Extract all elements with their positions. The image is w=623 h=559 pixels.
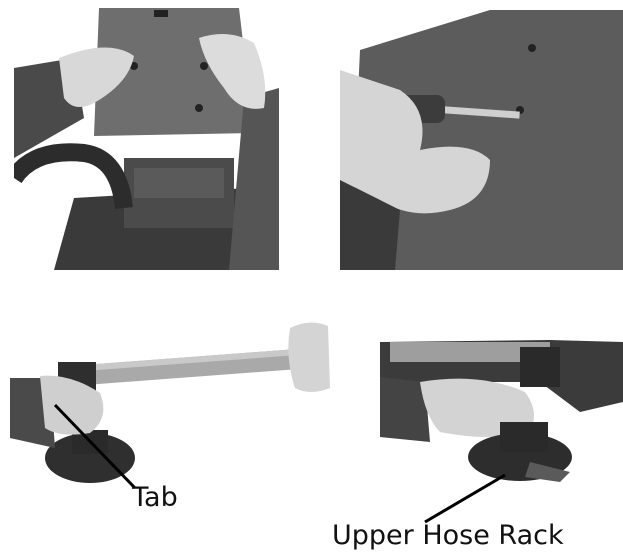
callout-tab-label: Tab bbox=[132, 482, 178, 513]
photo-step2-wand-tab bbox=[10, 318, 332, 486]
callout-upper-hose-rack-label: Upper Hose Rack bbox=[332, 520, 564, 551]
photo-step2-upper-hose-rack bbox=[380, 322, 623, 490]
photo-step1-remove-screw bbox=[340, 10, 623, 270]
photo-step1-hold-panel bbox=[14, 8, 279, 270]
